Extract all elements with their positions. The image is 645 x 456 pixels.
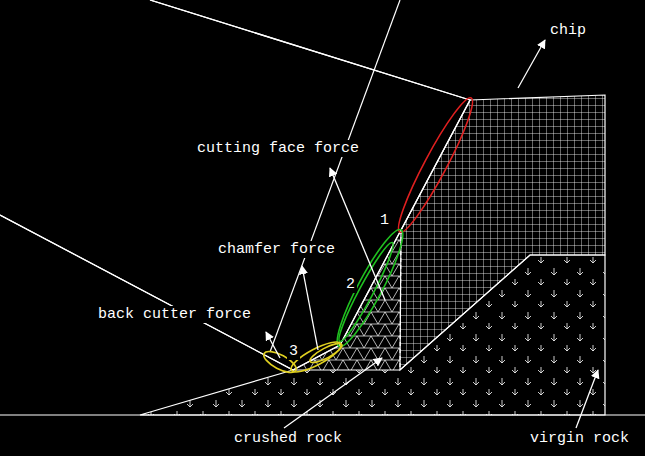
region-label: chip (548, 22, 588, 39)
cutting-face-zone (390, 93, 481, 238)
force-label: cutting face force (195, 140, 361, 157)
region-label: crushed rock (232, 430, 344, 447)
cutter-edge (0, 0, 470, 370)
force-label: back cutter force (96, 306, 253, 323)
region-label: virgin rock (528, 430, 631, 447)
face-zone (328, 224, 411, 352)
callout-number: 1 (378, 212, 391, 229)
force-arrow (266, 332, 280, 358)
leader-line (518, 40, 545, 88)
diamond-table-line (270, 0, 400, 352)
callout-number: 2 (344, 276, 357, 293)
callout-number: 3 (287, 343, 300, 360)
cutter-outline (0, 0, 470, 370)
force-arrow (330, 168, 385, 300)
leader-line (284, 358, 382, 428)
force-label: chamfer force (216, 241, 337, 258)
force-arrow (302, 266, 318, 350)
chamfer-zone-inner (308, 340, 344, 366)
leader-line (576, 370, 598, 428)
